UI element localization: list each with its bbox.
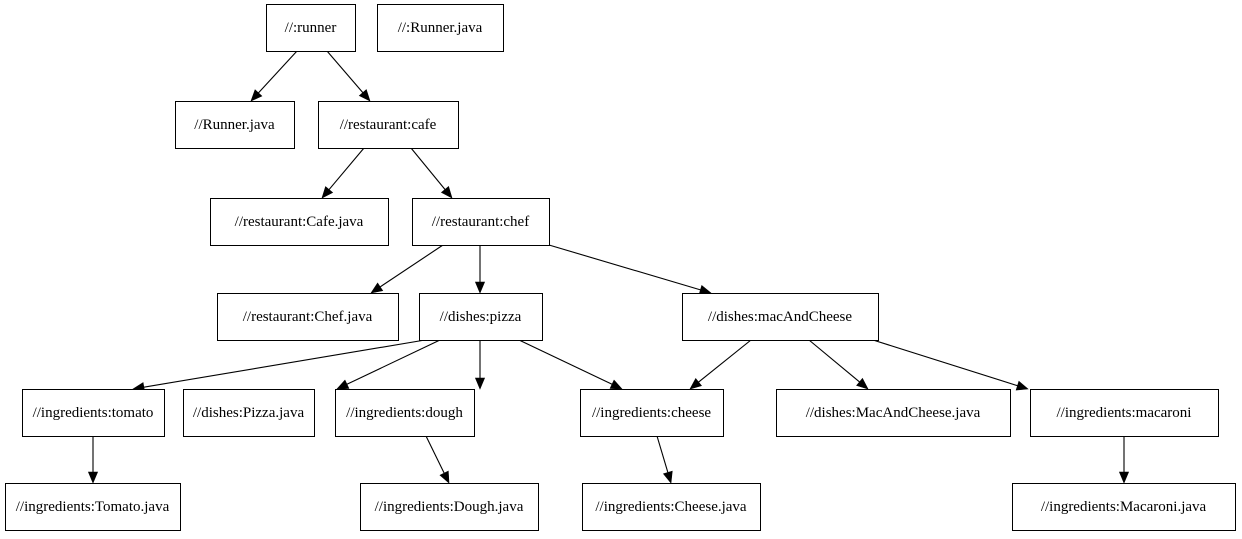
graph-node-label: //ingredients:Dough.java xyxy=(375,499,524,515)
graph-node-ingredients_cheese_java[interactable]: //ingredients:Cheese.java xyxy=(582,483,761,531)
graph-edges xyxy=(87,50,1130,484)
graph-edge xyxy=(321,147,365,199)
graph-edge xyxy=(87,436,99,484)
graph-node-label: //restaurant:cafe xyxy=(340,117,437,133)
graph-edge xyxy=(1118,436,1130,484)
graph-node-label: //ingredients:Macaroni.java xyxy=(1041,499,1207,515)
graph-node-runner_java_root[interactable]: //:Runner.java xyxy=(377,4,504,52)
graph-node-restaurant_chef_java[interactable]: //restaurant:Chef.java xyxy=(217,293,399,341)
graph-node-dishes_pizza[interactable]: //dishes:pizza xyxy=(419,293,543,341)
graph-node-restaurant_cafe[interactable]: //restaurant:cafe xyxy=(318,101,459,149)
graph-node-label: //ingredients:tomato xyxy=(33,405,154,421)
graph-nodes: //:runner //:Runner.java //Runner.java //re… xyxy=(5,4,1236,531)
graph-node-label: //ingredients:macaroni xyxy=(1057,405,1192,421)
graph-edge xyxy=(689,339,752,390)
graph-edge xyxy=(548,244,712,295)
graph-node-label: //restaurant:Cafe.java xyxy=(235,214,364,230)
graph-node-ingredients_macaroni_java[interactable]: //ingredients:Macaroni.java xyxy=(1012,483,1236,531)
graph-node-label: //restaurant:chef xyxy=(432,214,529,230)
graph-edge xyxy=(370,244,444,294)
graph-edge xyxy=(872,339,1029,391)
graph-edge xyxy=(518,339,623,390)
graph-edge xyxy=(656,435,673,484)
graph-node-label: //ingredients:Cheese.java xyxy=(595,499,747,515)
graph-node-ingredients_cheese[interactable]: //ingredients:cheese xyxy=(580,389,724,437)
graph-node-runner[interactable]: //:runner xyxy=(266,4,356,52)
graph-node-dishes_macandcheese[interactable]: //dishes:macAndCheese xyxy=(682,293,879,341)
graph-node-label: //dishes:pizza xyxy=(440,309,522,325)
graph-node-runner_java[interactable]: //Runner.java xyxy=(175,101,295,149)
graph-node-ingredients_dough[interactable]: //ingredients:dough xyxy=(335,389,475,437)
graph-node-label: //dishes:macAndCheese xyxy=(708,309,852,325)
graph-node-label: //:Runner.java xyxy=(398,20,483,36)
graph-edge xyxy=(808,339,869,390)
graph-edge xyxy=(474,340,486,390)
graph-node-label: //dishes:MacAndCheese.java xyxy=(806,405,981,421)
graph-node-label: //ingredients:Tomato.java xyxy=(16,499,170,515)
graph-node-label: //ingredients:cheese xyxy=(592,405,711,421)
graph-edge xyxy=(425,435,450,484)
graph-node-ingredients_tomato_java[interactable]: //ingredients:Tomato.java xyxy=(5,483,181,531)
graph-edge xyxy=(474,245,486,294)
graph-node-ingredients_dough_java[interactable]: //ingredients:Dough.java xyxy=(360,483,539,531)
graph-node-ingredients_tomato[interactable]: //ingredients:tomato xyxy=(22,389,165,437)
graph-edge xyxy=(132,339,426,393)
graph-node-label: //ingredients:dough xyxy=(346,405,463,421)
graph-node-restaurant_chef[interactable]: //restaurant:chef xyxy=(412,198,550,246)
graph-node-label: //:runner xyxy=(285,20,337,36)
graph-node-ingredients_macaroni[interactable]: //ingredients:macaroni xyxy=(1030,389,1219,437)
graph-node-label: //restaurant:Chef.java xyxy=(243,309,373,325)
graph-node-label: //dishes:Pizza.java xyxy=(193,405,305,421)
graph-node-label: //Runner.java xyxy=(194,117,275,133)
graph-edge xyxy=(336,339,441,390)
graph-node-restaurant_cafe_java[interactable]: //restaurant:Cafe.java xyxy=(210,198,389,246)
graph-node-dishes_pizza_java[interactable]: //dishes:Pizza.java xyxy=(183,389,315,437)
graph-node-dishes_mac_java[interactable]: //dishes:MacAndCheese.java xyxy=(776,389,1011,437)
graph-edge xyxy=(410,147,453,199)
graph-edge xyxy=(326,50,371,102)
graph-edge xyxy=(250,50,298,102)
